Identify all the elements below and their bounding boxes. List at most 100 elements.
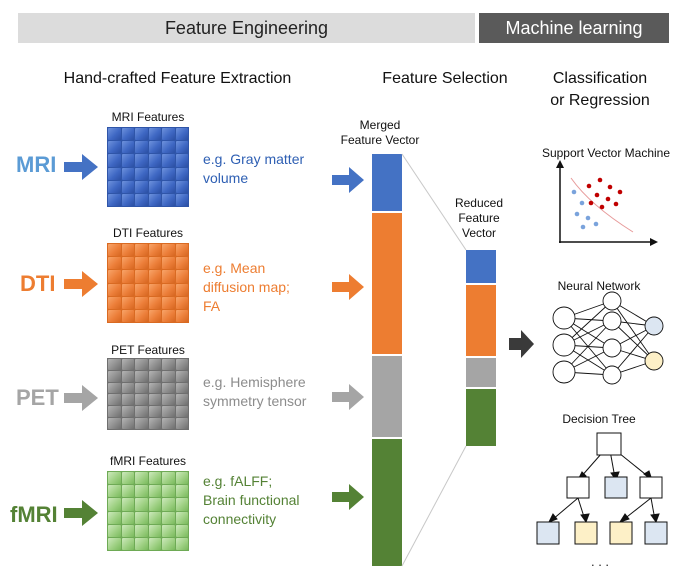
nn-hidden-node <box>602 365 622 385</box>
feature-cell <box>121 193 134 206</box>
feature-cell <box>135 359 148 370</box>
feature-cell <box>135 498 148 511</box>
merged-vector-label-line2: Feature Vector <box>340 133 420 147</box>
feature-cell <box>148 154 161 167</box>
tree-leaf-node <box>604 476 628 499</box>
feature-cell <box>162 193 175 206</box>
feature-cell <box>108 167 121 180</box>
projection-line-bottom <box>401 445 467 567</box>
feature-cell <box>135 167 148 180</box>
feature-engineering-banner <box>18 13 475 43</box>
svm-plot <box>556 160 658 246</box>
feature-cell <box>175 244 188 257</box>
feature-cell <box>148 283 161 296</box>
feature-cell <box>121 537 134 550</box>
feature-cell <box>121 180 134 193</box>
merged-segment-pet <box>372 356 402 437</box>
pet-example: e.g. Hemisphere symmetry tensor <box>203 373 306 411</box>
feature-cell <box>135 270 148 283</box>
feature-cell <box>148 370 161 382</box>
feature-cell <box>162 270 175 283</box>
decision-tree <box>536 432 668 545</box>
feature-cell <box>148 498 161 511</box>
feature-cell <box>175 257 188 270</box>
feature-cell <box>108 309 121 322</box>
feature-cell <box>162 257 175 270</box>
svm-point-blue <box>580 224 586 230</box>
feature-cell <box>175 370 188 382</box>
feature-cell <box>162 283 175 296</box>
svm-point-red <box>617 189 623 195</box>
feature-cell <box>162 370 175 382</box>
svm-point-red <box>586 183 592 189</box>
dti-example-line2: diffusion map; <box>203 279 290 295</box>
pet-merge-arrow <box>332 384 364 410</box>
nn-label: Neural Network <box>557 279 641 293</box>
machine-learning-label: Machine learning <box>505 18 643 38</box>
nn-output-node <box>644 351 664 371</box>
feature-cell <box>135 309 148 322</box>
feature-cell <box>148 141 161 154</box>
feature-cell <box>148 485 161 498</box>
svm-decision-boundary <box>570 177 634 233</box>
to-ml-arrow <box>509 330 534 358</box>
neural-network <box>552 291 664 385</box>
feature-cell <box>108 472 121 485</box>
feature-cell <box>108 128 121 141</box>
feature-cell <box>135 382 148 394</box>
merged-segment-fmri <box>372 439 402 566</box>
feature-cell <box>135 524 148 537</box>
feature-cell <box>175 141 188 154</box>
modality-fmri: fMRI <box>10 502 58 527</box>
feature-cell <box>162 244 175 257</box>
modality-mri: MRI <box>16 152 57 177</box>
pet-input-arrow <box>64 385 98 411</box>
feature-cell <box>175 309 188 322</box>
nn-hidden-node <box>602 311 622 331</box>
svm-point-red <box>597 177 603 183</box>
dti-example-line1: e.g. Mean <box>203 260 266 276</box>
feature-cell <box>135 141 148 154</box>
feature-cell <box>121 359 134 370</box>
feature-cell <box>175 511 188 524</box>
feature-cell <box>162 296 175 309</box>
nn-input-node <box>552 333 576 357</box>
classification-heading-line1: Classification <box>552 70 648 87</box>
fmri-example-line1: e.g. fALFF; <box>203 473 273 489</box>
reduced-segment-dti <box>466 285 496 356</box>
feature-cell <box>135 370 148 382</box>
merged-feature-vector <box>372 154 402 566</box>
pet-example-line1: e.g. Hemisphere <box>203 374 306 390</box>
feature-engineering-label: Feature Engineering <box>164 18 329 38</box>
nn-input-node <box>552 360 576 384</box>
feature-cell <box>135 418 148 429</box>
feature-cell <box>121 406 134 418</box>
mri-features-label: MRI Features <box>111 110 185 124</box>
tree-label: Decision Tree <box>562 412 636 426</box>
feature-cell <box>121 141 134 154</box>
classification-heading-line2: or Regression <box>550 92 650 109</box>
reduced-feature-vector <box>466 250 496 446</box>
feature-cell <box>175 485 188 498</box>
feature-cell <box>135 296 148 309</box>
feature-cell <box>108 257 121 270</box>
modality-dti: DTI <box>20 271 56 296</box>
mri-merge-arrow <box>332 167 364 193</box>
fmri-feature-grid <box>107 471 189 551</box>
fmri-example-line3: connectivity <box>203 511 277 527</box>
feature-cell <box>162 167 175 180</box>
pet-features-label: PET Features <box>111 343 185 357</box>
feature-cell <box>162 382 175 394</box>
reduced-segment-fmri <box>466 389 496 446</box>
svm-point-red <box>607 184 613 190</box>
tree-ellipsis: . . . <box>590 554 610 569</box>
feature-cell <box>175 167 188 180</box>
feature-cell <box>135 193 148 206</box>
feature-cell <box>108 524 121 537</box>
feature-cell <box>148 296 161 309</box>
feature-cell <box>175 498 188 511</box>
feature-cell <box>162 498 175 511</box>
feature-cell <box>108 485 121 498</box>
feature-cell <box>121 524 134 537</box>
fmri-example-line2: Brain functional <box>203 492 300 508</box>
